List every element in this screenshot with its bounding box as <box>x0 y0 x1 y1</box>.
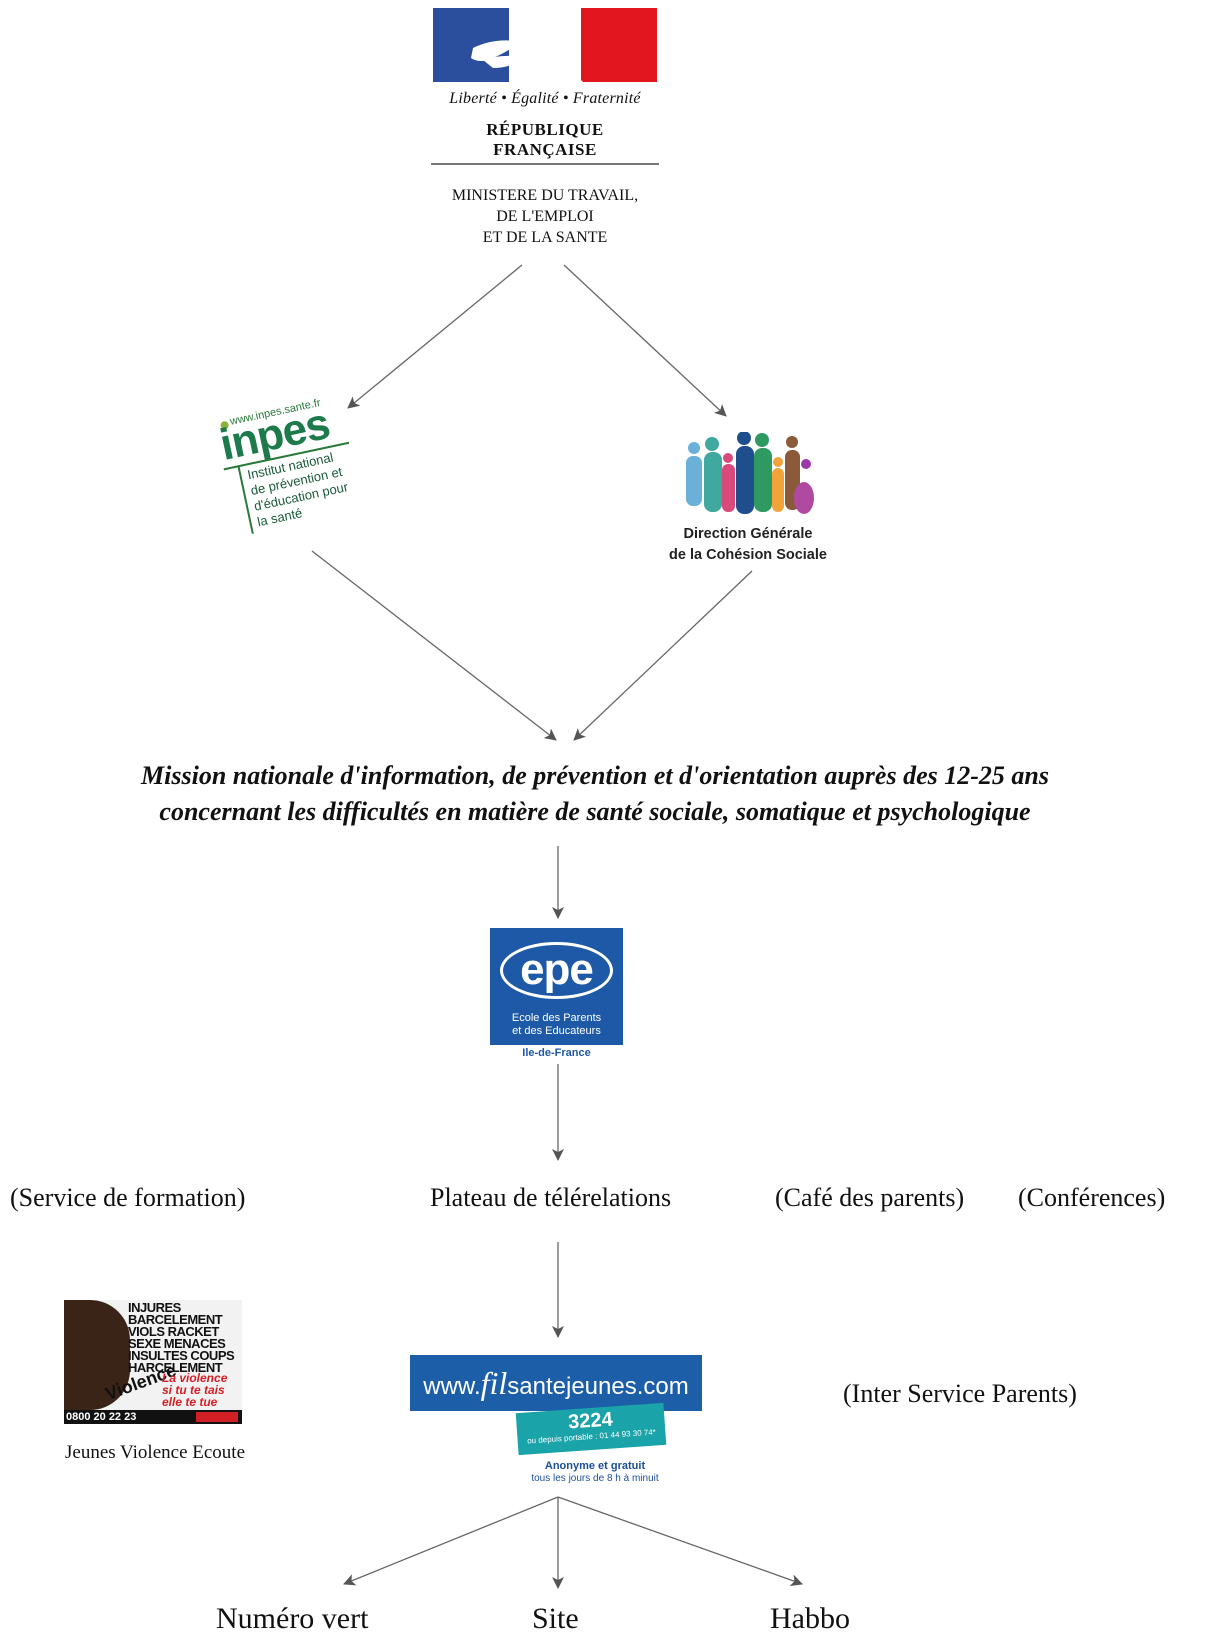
arrow-dgcs-to-mission <box>573 570 753 741</box>
republique-francaise-logo: Liberté • Égalité • Fraternité RÉPUBLIQU… <box>433 8 657 159</box>
screaming-face-icon <box>64 1300 130 1410</box>
mission-line-1: Mission nationale d'information, de prév… <box>141 761 1049 790</box>
conferences: (Conférences) <box>1018 1183 1166 1212</box>
jeunes-violence-ecoute-logo: INJURES BARCELEMENT VIOLS RACKET SEXE ME… <box>64 1300 242 1424</box>
ministry-line-2: DE L'EMPLOI <box>496 208 594 225</box>
service-formation: (Service de formation) <box>10 1183 246 1212</box>
ministry-label: MINISTERE DU TRAVAIL, DE L'EMPLOI ET DE … <box>420 185 670 248</box>
rf-name: RÉPUBLIQUE FRANÇAISE <box>486 120 604 159</box>
mission-line-2: concernant les difficultés en matière de… <box>159 797 1031 826</box>
epe-wordmark: epe <box>520 945 594 994</box>
habbo: Habbo <box>770 1602 850 1635</box>
dgcs-name: Direction Générale de la Cohésion Social… <box>669 526 827 563</box>
dgcs-logo: Direction Générale de la Cohésion Social… <box>662 432 834 568</box>
site: Site <box>532 1602 579 1635</box>
inter-service-parents: (Inter Service Parents) <box>843 1379 1077 1408</box>
jve-phone-number: 0800 20 22 23 <box>66 1411 137 1423</box>
plateau-telerelations: Plateau de télérelations <box>430 1183 672 1212</box>
jve-slogan: La violence si tu te tais elle te tue <box>162 1371 228 1409</box>
arrow-ministry-to-inpes <box>347 264 523 409</box>
rf-motto: Liberté • Égalité • Fraternité <box>449 90 641 107</box>
arrow-inpes-to-mission <box>311 550 557 741</box>
people-family-icon <box>686 432 814 514</box>
arrow-ministry-to-dgcs <box>563 264 727 417</box>
arrow-fsj-to-habbo <box>557 1496 803 1586</box>
jve-word-cloud: INJURES BARCELEMENT VIOLS RACKET SEXE ME… <box>128 1302 235 1375</box>
cafe-des-parents: (Café des parents) <box>775 1183 965 1212</box>
ministry-line-1: MINISTERE DU TRAVAIL, <box>451 187 639 204</box>
epe-logo: epe Ecole des Parents et des Educateurs <box>490 928 623 1045</box>
header-divider <box>431 163 659 165</box>
arrow-fsj-to-vert <box>343 1496 559 1586</box>
epe-region: Ile-de-France <box>522 1047 591 1059</box>
epe-subtitle: Ecole des Parents et des Educateurs <box>511 1012 602 1037</box>
numero-vert: Numéro vert <box>216 1602 369 1635</box>
mission-statement: Mission nationale d'information, de prév… <box>20 758 1170 830</box>
jve-caption: Jeunes Violence Ecoute <box>65 1442 245 1463</box>
marianne-icon <box>471 12 583 82</box>
jve-badge <box>196 1412 238 1422</box>
filsantejeunes-logo: www.filsantejeunes.com <box>410 1355 702 1411</box>
fsj-caption: Anonyme et gratuit tous les jours de 8 h… <box>531 1460 659 1484</box>
epe-oval <box>500 942 613 999</box>
ministry-line-3: ET DE LA SANTE <box>482 229 608 246</box>
